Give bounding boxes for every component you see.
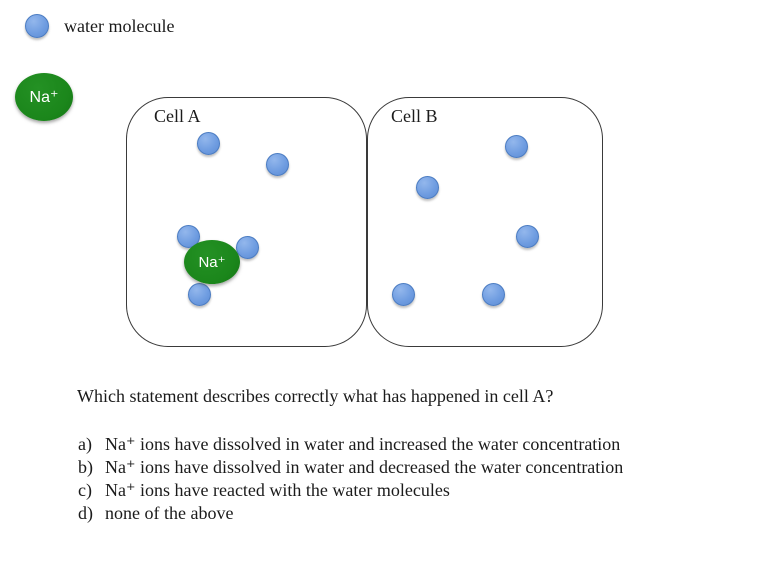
answer-options: a) Na⁺ ions have dissolved in water and …	[78, 433, 623, 525]
water-molecule	[516, 225, 539, 248]
option-b-text: Na⁺ ions have dissolved in water and dec…	[105, 457, 624, 477]
cell-b-label: Cell B	[391, 106, 438, 126]
option-b: b) Na⁺ ions have dissolved in water and …	[78, 456, 623, 479]
question-text: Which statement describes correctly what…	[77, 386, 554, 406]
sodium-ion-cell-a-label: Na⁺	[198, 254, 226, 271]
water-molecule	[188, 283, 211, 306]
sodium-ion-legend-label: Na⁺	[29, 89, 59, 106]
option-d: d) none of the above	[78, 502, 623, 525]
water-molecule	[177, 225, 200, 248]
option-c-letter: c)	[78, 480, 92, 500]
legend-water-label: water molecule	[64, 16, 175, 36]
option-d-letter: d)	[78, 503, 93, 523]
cell-b: Cell B	[367, 97, 603, 347]
option-b-letter: b)	[78, 457, 93, 477]
option-a-text: Na⁺ ions have dissolved in water and inc…	[105, 434, 621, 454]
option-a: a) Na⁺ ions have dissolved in water and …	[78, 433, 623, 456]
water-molecule	[416, 176, 439, 199]
water-molecule	[392, 283, 415, 306]
cell-a-label: Cell A	[154, 106, 201, 126]
sodium-ion-cell-a: Na⁺	[184, 240, 240, 284]
water-molecule	[197, 132, 220, 155]
water-molecule	[482, 283, 505, 306]
option-d-text: none of the above	[105, 503, 234, 523]
sodium-ion-legend: Na⁺	[15, 73, 73, 121]
water-molecule	[236, 236, 259, 259]
option-a-letter: a)	[78, 434, 92, 454]
option-c-text: Na⁺ ions have reacted with the water mol…	[105, 480, 450, 500]
cell-a: Cell A Na⁺	[126, 97, 367, 347]
water-molecule	[505, 135, 528, 158]
water-molecule-icon	[25, 14, 49, 38]
option-c: c) Na⁺ ions have reacted with the water …	[78, 479, 623, 502]
water-molecule	[266, 153, 289, 176]
